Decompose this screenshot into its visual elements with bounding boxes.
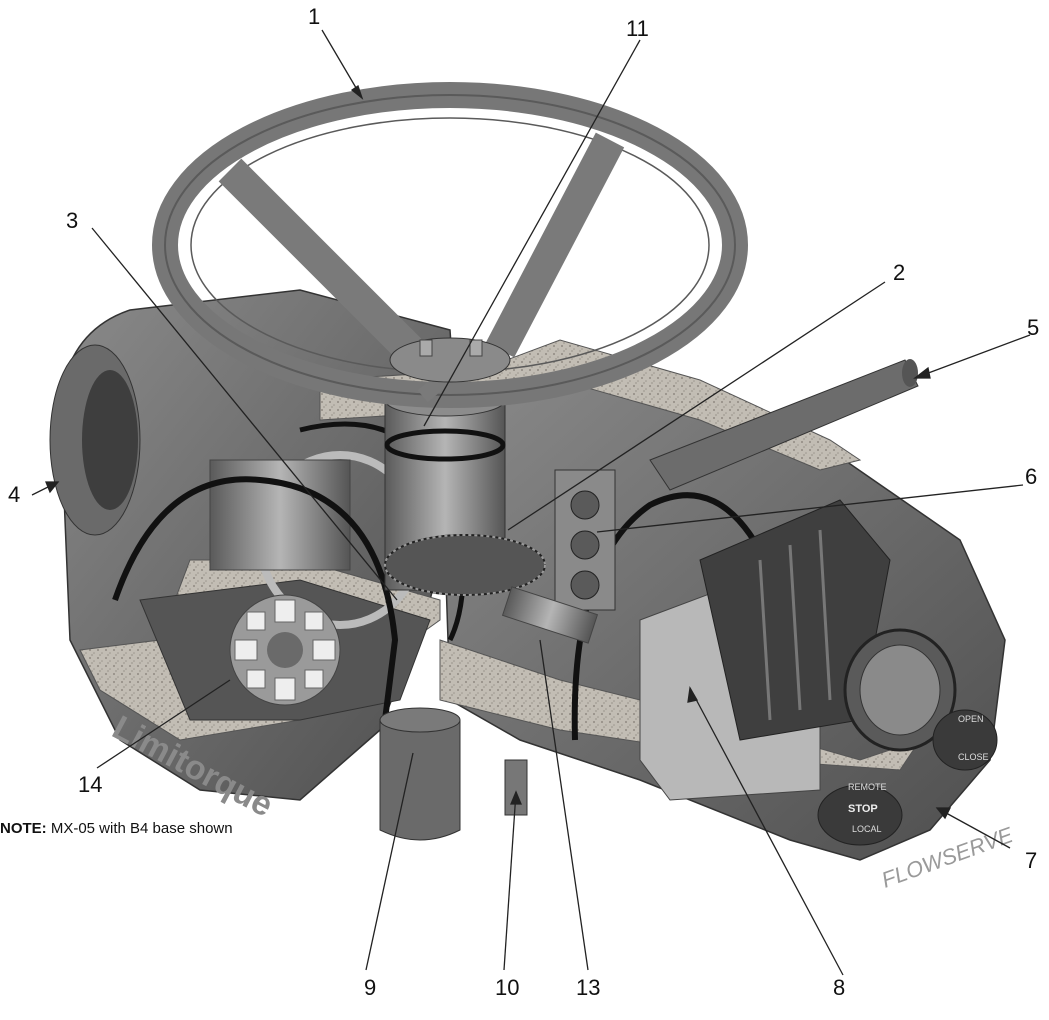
callout-8: 8 <box>833 975 846 1000</box>
stem-adapter <box>504 759 528 816</box>
clutch-ring <box>384 428 506 462</box>
note-text: MX-05 with B4 base shown <box>46 820 233 837</box>
callout-2: 2 <box>893 260 906 285</box>
selector-label-stop: STOP <box>848 803 878 815</box>
callout-7: 7 <box>1025 848 1038 873</box>
selector-label-open: OPEN <box>958 714 984 724</box>
worm-gear-teeth <box>384 534 546 596</box>
callout-9: 9 <box>364 975 377 1000</box>
base-flange <box>379 719 461 841</box>
note-label: NOTE: <box>0 820 47 837</box>
callout-13: 13 <box>576 975 601 1000</box>
note-caption: NOTE: MX-05 with B4 base shown <box>0 820 233 837</box>
callout-3: 3 <box>66 208 79 233</box>
selector-knob-open-close <box>932 709 998 771</box>
callout-4: 4 <box>8 482 21 507</box>
callout-6: 6 <box>1025 464 1038 489</box>
leader-lines <box>31 29 1031 976</box>
drive-sleeve <box>501 586 599 644</box>
terminal-fins <box>758 529 832 721</box>
motor-rotor <box>209 459 351 571</box>
cable-right <box>571 492 768 741</box>
selector-label-local: LOCAL <box>852 824 882 834</box>
gear-star <box>229 594 341 706</box>
callout-1: 1 <box>308 4 321 29</box>
callout-14: 14 <box>78 772 103 797</box>
declutch-lever <box>649 359 919 491</box>
callout-10: 10 <box>495 975 520 1000</box>
callout-5: 5 <box>1027 315 1040 340</box>
selector-knob-local-remote <box>817 784 903 846</box>
selector-label-close: CLOSE <box>958 752 989 762</box>
motor-end-cap-inner <box>82 370 138 510</box>
cable-left <box>112 476 399 721</box>
callout-11: 11 <box>626 16 649 41</box>
worm-gear <box>384 534 546 596</box>
handwheel <box>152 82 748 408</box>
selector-label-remote: REMOTE <box>848 782 887 792</box>
